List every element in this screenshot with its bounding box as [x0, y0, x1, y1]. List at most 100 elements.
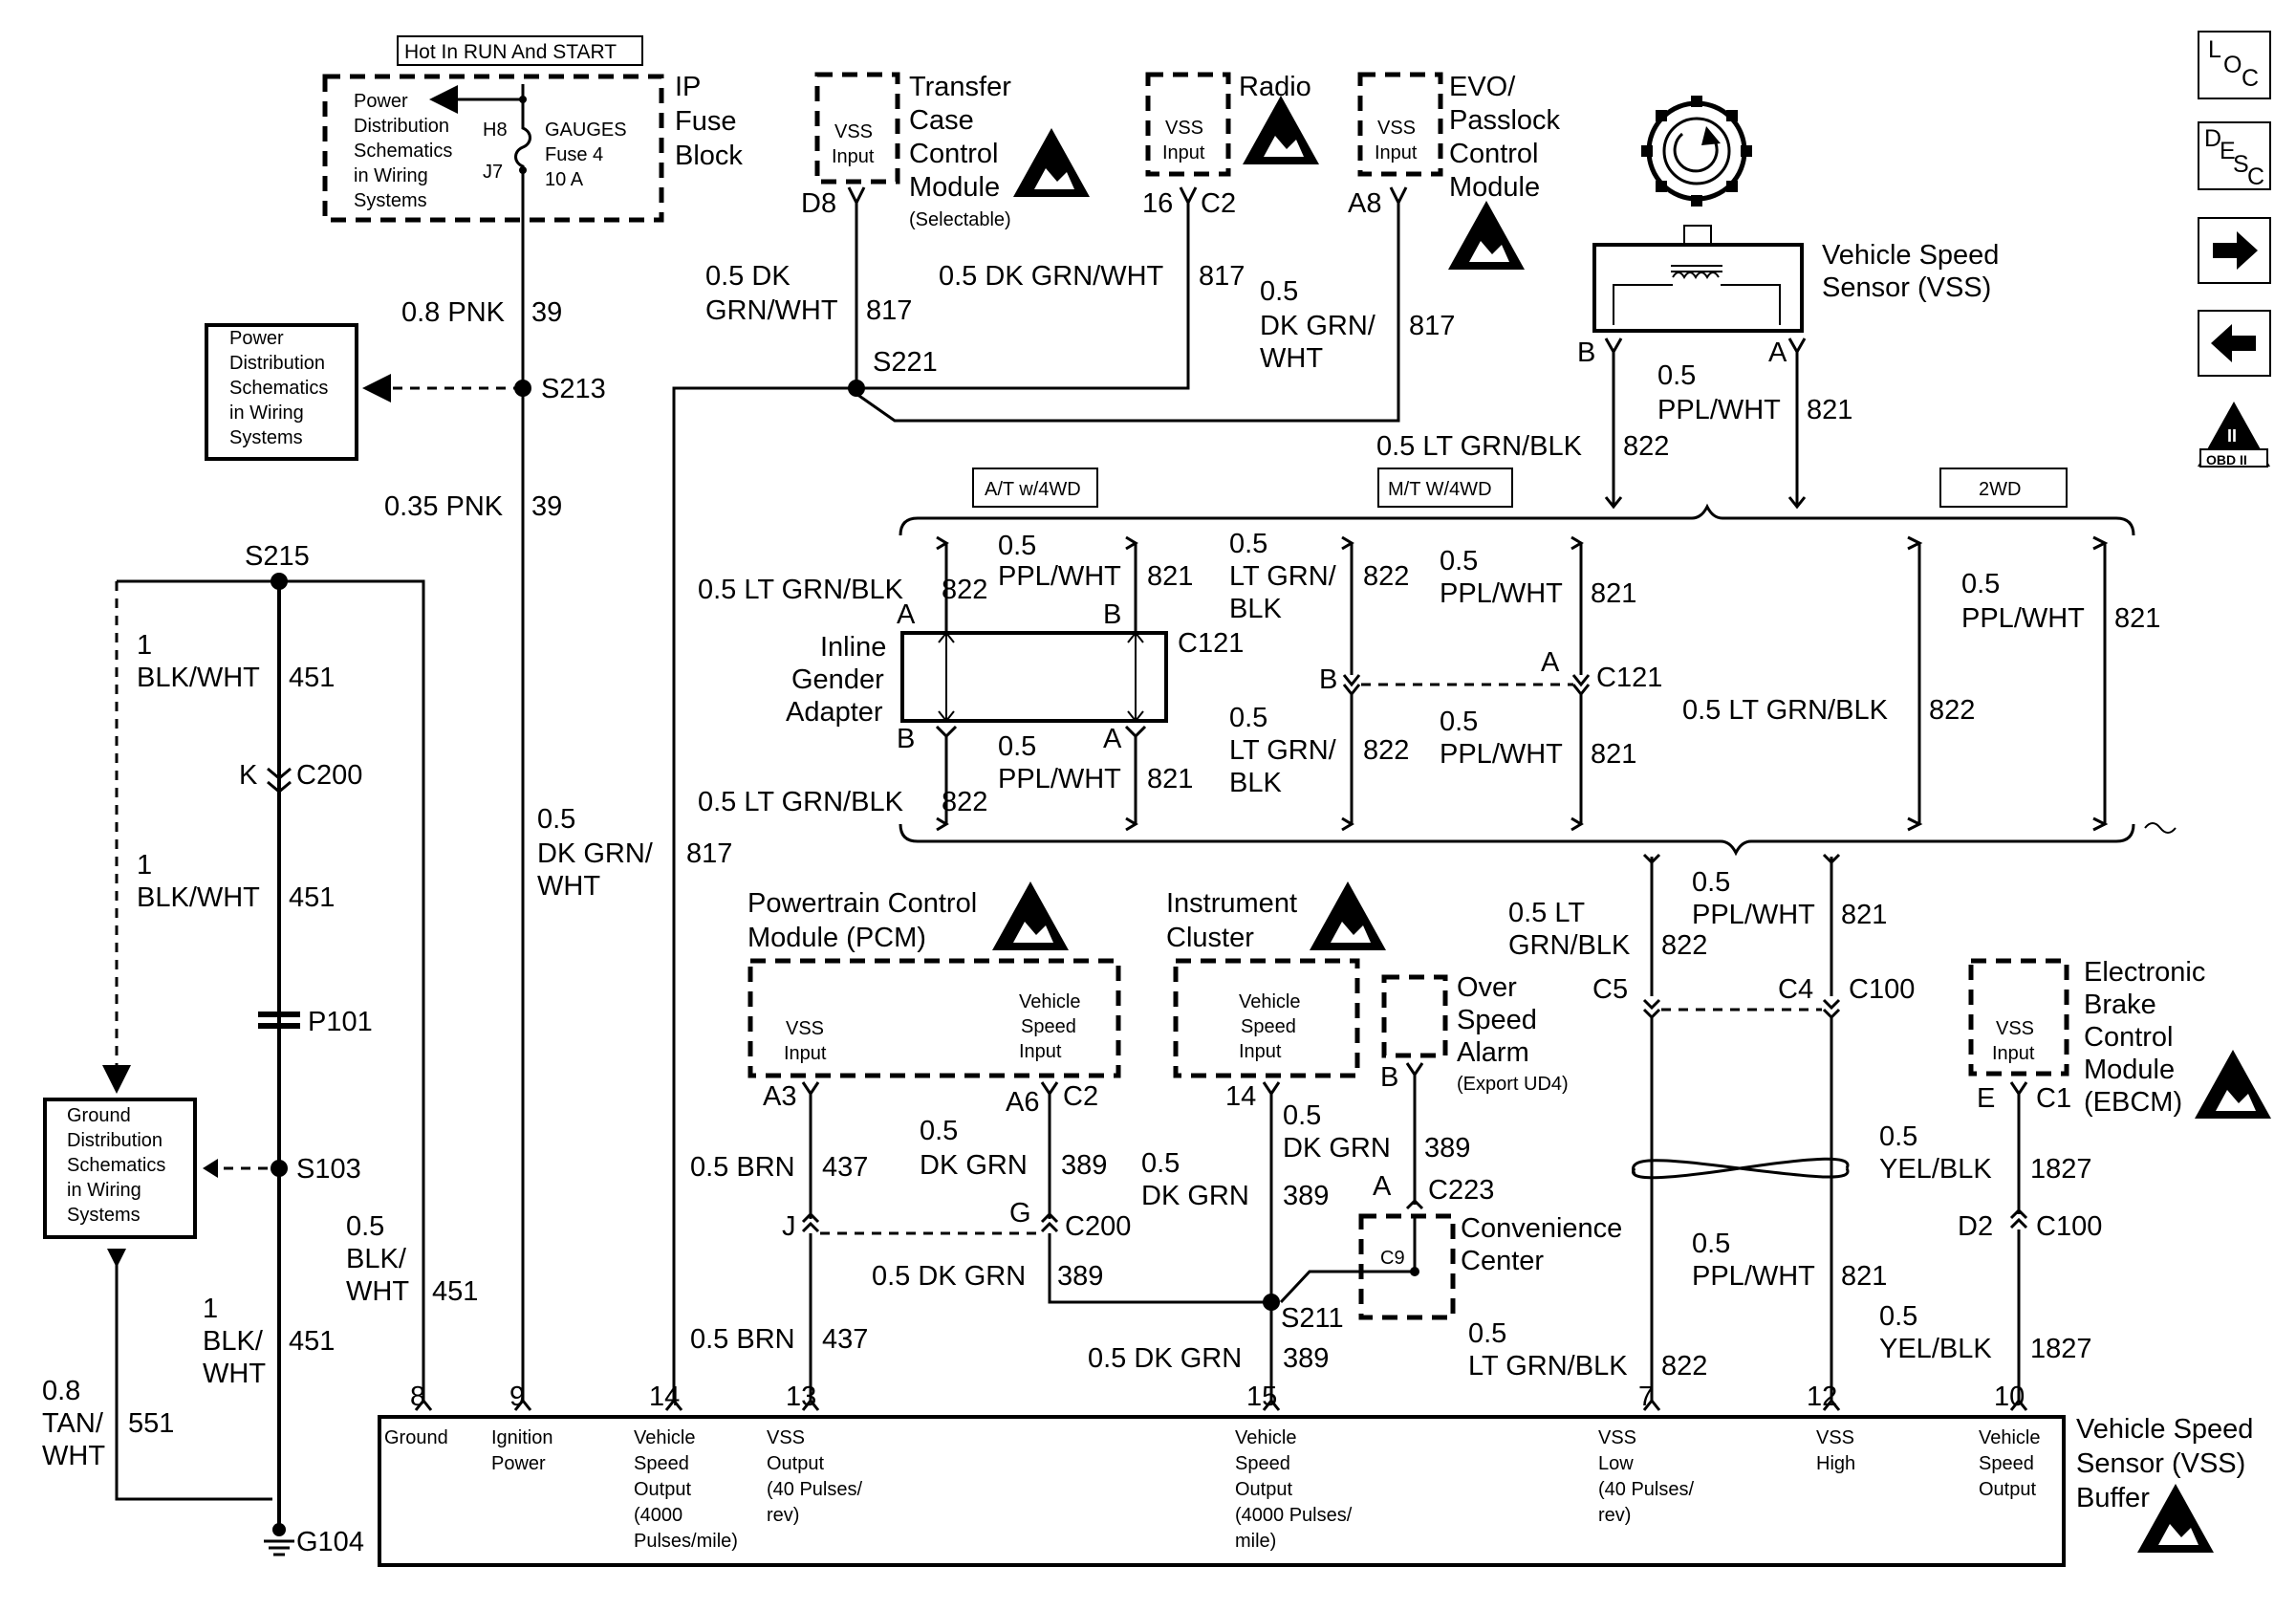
buffer-pin-label: Speed: [1235, 1453, 1290, 1474]
wire-num-821a: 821: [1807, 395, 1852, 425]
svg-text:Systems: Systems: [354, 190, 427, 211]
evo-pin-a8: A8: [1348, 188, 1381, 219]
bw-mt-bot-r-n: 821: [1591, 739, 1636, 770]
ground-symbol-icon: [264, 1523, 294, 1556]
ebcm-input-1: VSS: [1996, 1018, 2034, 1039]
buffer-pin-number: 7: [1638, 1382, 1654, 1412]
pcm-title: Powertrain Control Module (PCM): [747, 888, 977, 953]
lw-n389a: 389: [1061, 1150, 1107, 1181]
bw-mt-top-r-2: PPL/WHT: [1440, 578, 1563, 609]
fuse-pin-j7: J7: [483, 162, 503, 183]
vss-gear-icon: [1641, 96, 1752, 207]
wire-label-pnk08: 0.8 PNK: [401, 297, 506, 328]
vss-title: Vehicle Speed Sensor (VSS): [1822, 240, 1999, 303]
bw-mt-bot-l-2: LT GRN/: [1229, 735, 1337, 766]
wire-num-817a: 817: [866, 295, 912, 326]
bw-mt-b: B: [1319, 664, 1337, 695]
wire-label-pnk035: 0.35 PNK: [384, 491, 504, 522]
vss-buffer-title: Vehicle Speed Sensor (VSS) Buffer: [2076, 1414, 2253, 1513]
convenience-center-title: Convenience Center: [1461, 1213, 1622, 1276]
wire-label-blk1b: 1: [137, 850, 152, 881]
ebcm-input-box: [1968, 958, 2069, 1077]
buffer-pin-label: Output: [1979, 1479, 2036, 1500]
svg-text:Module (PCM): Module (PCM): [747, 923, 926, 953]
svg-text:10 A: 10 A: [545, 169, 584, 190]
svg-text:Hot In RUN And START: Hot In RUN And START: [404, 41, 617, 63]
pcm-box: [747, 958, 1121, 1078]
option-2wd: 2WD: [1979, 479, 2021, 500]
lw-lt-bot: 0.5: [1468, 1318, 1506, 1349]
svg-text:Module: Module: [2084, 1055, 2175, 1085]
svg-text:Adapter: Adapter: [786, 697, 883, 728]
bw-at-bot-r: 0.5: [998, 731, 1036, 762]
power-distribution-ref-box[interactable]: Power Distribution Schematics in Wiring …: [205, 323, 358, 461]
ebcm-title: Electronic Brake Control Module (EBCM): [2084, 957, 2205, 1118]
splice-p101-icon: [258, 1012, 300, 1029]
svg-text:Powertrain Control: Powertrain Control: [747, 888, 977, 919]
bw-mt-top-l-n: 822: [1363, 561, 1409, 592]
pcm-pin-a6: A6: [1006, 1087, 1039, 1118]
svg-text:L: L: [2208, 36, 2221, 63]
wire-num-451b: 451: [289, 882, 335, 913]
wire-label-dkgrn-main-3: WHT: [537, 871, 600, 902]
splice-s211: S211: [1281, 1303, 1344, 1334]
buffer-pin-label: (4000 Pulses/: [1235, 1505, 1353, 1526]
wire-num-451c: 451: [432, 1276, 478, 1307]
svg-text:Transfer: Transfer: [909, 72, 1011, 102]
buffer-pin-number: 12: [1807, 1382, 1837, 1412]
wire-num-817c: 817: [1409, 311, 1455, 341]
radio-pin-16: 16: [1142, 188, 1173, 219]
evo-input-1: VSS: [1377, 118, 1416, 139]
svg-text:Fuse: Fuse: [675, 106, 736, 137]
ground-distribution-ref-box[interactable]: Ground Distribution Schematics in Wiring…: [43, 1098, 197, 1239]
buffer-pin-number: 8: [410, 1382, 425, 1412]
esd-warning-icon: [2195, 1050, 2271, 1119]
esd-warning-icon: [1448, 201, 1525, 270]
desc-icon[interactable]: D E S C: [2198, 121, 2271, 190]
bw-mt-bot-r-2: PPL/WHT: [1440, 739, 1563, 770]
buffer-pin-label: Output: [1235, 1479, 1292, 1500]
svg-text:Control: Control: [909, 139, 999, 169]
svg-text:IP: IP: [675, 72, 701, 102]
svg-text:Schematics: Schematics: [354, 141, 452, 162]
ground-g104: G104: [296, 1527, 364, 1557]
lw-dkg-ic: 0.5: [1283, 1100, 1321, 1131]
pcm-input2-2: Speed: [1021, 1016, 1076, 1037]
svg-text:Vehicle Speed: Vehicle Speed: [2076, 1414, 2253, 1445]
arrow-left-icon[interactable]: [2198, 310, 2271, 377]
buffer-pin-number: 10: [1994, 1382, 2025, 1412]
buffer-pin-terminal: [664, 1398, 683, 1411]
wire-label-ltgrn-vss: 0.5 LT GRN/BLK: [1376, 431, 1583, 462]
buffer-pin-label: rev): [767, 1505, 799, 1526]
esd-warning-icon: [1013, 128, 1090, 197]
svg-text:Fuse 4: Fuse 4: [545, 144, 603, 165]
obd-ii-icon[interactable]: OBD II II: [2198, 402, 2270, 468]
twisted-pair-icon: [1632, 1157, 1850, 1180]
loc-icon[interactable]: L O C: [2198, 31, 2271, 99]
buffer-pin-terminal: [1642, 1398, 1661, 1411]
buffer-pin-label: rev): [1598, 1505, 1631, 1526]
wire-num-551: 551: [128, 1408, 174, 1439]
lw-n821b: 821: [1841, 900, 1887, 930]
option-mt4wd: M/T W/4WD: [1388, 479, 1492, 500]
wire-label-ppl-vss: 0.5: [1657, 360, 1696, 391]
buffer-pin-terminal: [801, 1398, 820, 1411]
lw-c5: C5: [1592, 974, 1628, 1005]
wire-label-dkgrn-tc: 0.5 DK: [705, 261, 791, 292]
arrow-right-icon[interactable]: [2198, 217, 2271, 284]
adapter-pin-a-top: A: [897, 599, 916, 630]
evo-input-2: Input: [1375, 142, 1418, 163]
option-at4wd: A/T w/4WD: [985, 479, 1081, 500]
bw-wd-r: 0.5: [1961, 569, 2000, 599]
buffer-pin-number: 13: [786, 1382, 816, 1412]
svg-text:Systems: Systems: [67, 1205, 141, 1226]
bw-mt-top-l-3: BLK: [1229, 594, 1282, 624]
option-bracket-bottom: [899, 823, 2135, 857]
vss-buffer-box: [378, 1415, 2066, 1567]
esd-warning-icon: [2137, 1484, 2214, 1553]
fuse-power-ref: Power Distribution Schematics in Wiring …: [354, 85, 523, 211]
wire-label-dkgrn-evo-3: WHT: [1260, 343, 1323, 374]
connector-c200-left: C200: [296, 760, 362, 791]
svg-text:GAUGES: GAUGES: [545, 120, 627, 141]
